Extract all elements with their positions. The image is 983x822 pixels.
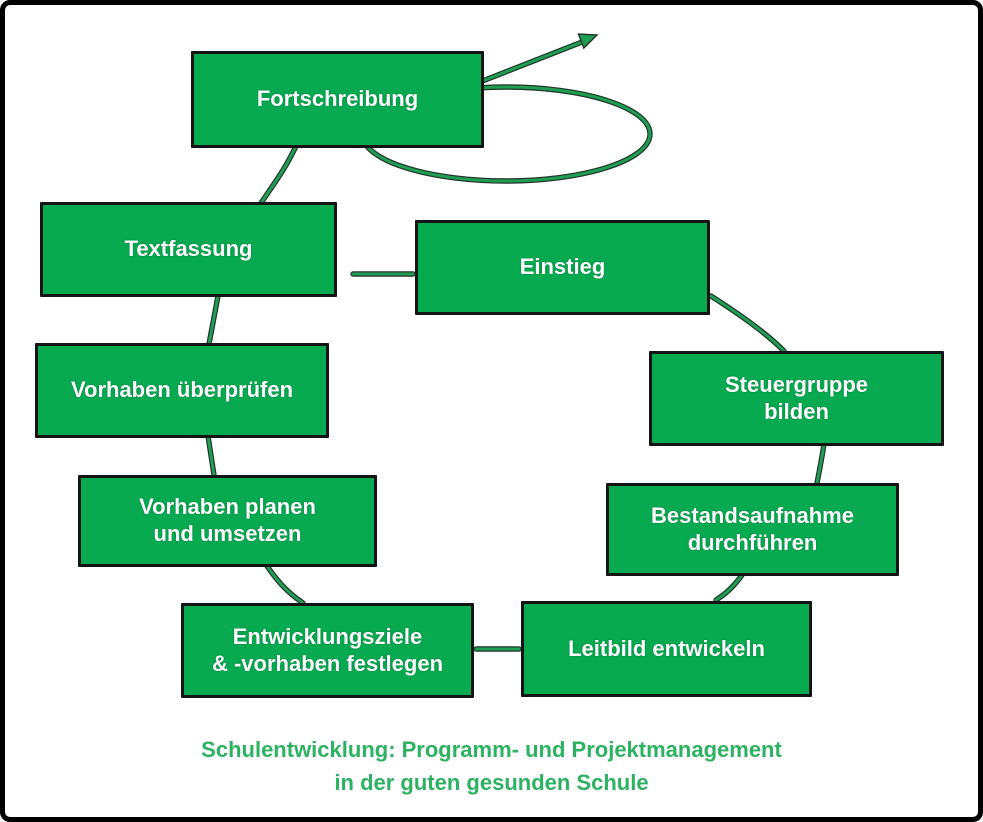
node-steuergruppe-bilden: Steuergruppe bilden: [649, 351, 944, 446]
caption-line-1: Schulentwicklung: Programm- und Projektm…: [201, 737, 782, 762]
connector-bestandsaufnahme-leitbild: [714, 573, 744, 602]
connector-vorhaben-ueberpruefen-vorhaben-planen: [206, 434, 216, 477]
connector-textfassung-vorhaben-ueberpruefen: [207, 294, 220, 346]
connector-vorhaben-planen-entwicklungsziele: [265, 564, 305, 605]
node-leitbild-entwickeln: Leitbild entwickeln: [521, 601, 812, 697]
node-vorhaben-ueberpruefen: Vorhaben überprüfen: [35, 343, 329, 438]
node-einstieg: Einstieg: [415, 220, 710, 315]
connector-fortschreibung-textfassung: [259, 144, 298, 205]
node-bestandsaufnahme: Bestandsaufnahme durchführen: [606, 483, 899, 576]
node-fortschreibung: Fortschreibung: [191, 51, 484, 148]
cycle-connectors: [205, 33, 827, 652]
connector-steuergruppe-bestandsaufnahme: [815, 442, 826, 485]
connector-einstieg-steuergruppe: [709, 294, 786, 353]
node-vorhaben-planen: Vorhaben planen und umsetzen: [78, 475, 377, 567]
node-entwicklungsziele: Entwicklungsziele & -vorhaben festlegen: [181, 603, 474, 698]
node-textfassung: Textfassung: [40, 202, 337, 297]
exit-arrowhead-icon: [577, 33, 599, 50]
caption-line-2: in der guten gesunden Schule: [334, 770, 649, 795]
diagram-caption: Schulentwicklung: Programm- und Projektm…: [5, 733, 978, 799]
